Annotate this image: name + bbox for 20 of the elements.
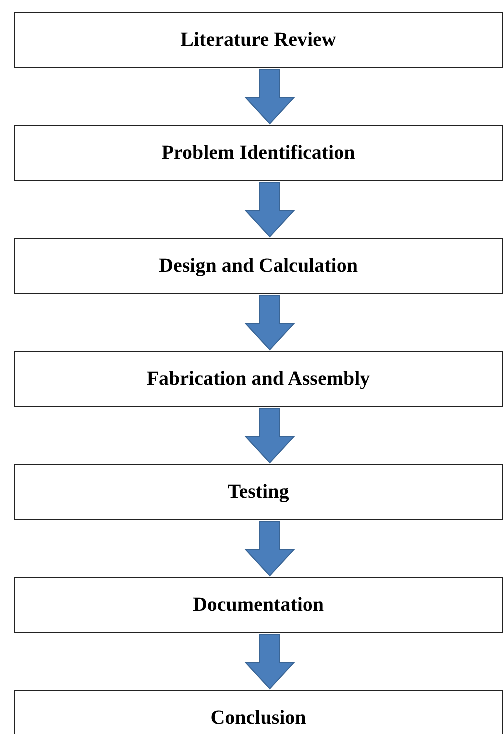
process-box — [14, 12, 503, 68]
block-arrow — [244, 70, 296, 125]
block-arrow — [244, 408, 296, 464]
step-label: Design and Calculation — [159, 254, 358, 278]
block-arrow — [244, 296, 296, 351]
step-label: Problem Identification — [162, 140, 356, 166]
process-box — [14, 690, 503, 734]
process-box — [14, 351, 503, 407]
process-box — [14, 238, 503, 294]
process-box — [14, 125, 503, 181]
step-label: Testing — [228, 480, 290, 504]
step-label: Literature Review — [180, 28, 336, 52]
step-label: Fabrication and Assembly — [146, 366, 370, 392]
step-label: Conclusion — [210, 706, 306, 730]
process-box — [14, 464, 503, 520]
step-label: Documentation — [192, 592, 324, 618]
block-arrow — [244, 634, 296, 690]
block-arrow — [244, 522, 296, 577]
block-arrow — [244, 182, 296, 238]
process-box — [14, 577, 503, 633]
